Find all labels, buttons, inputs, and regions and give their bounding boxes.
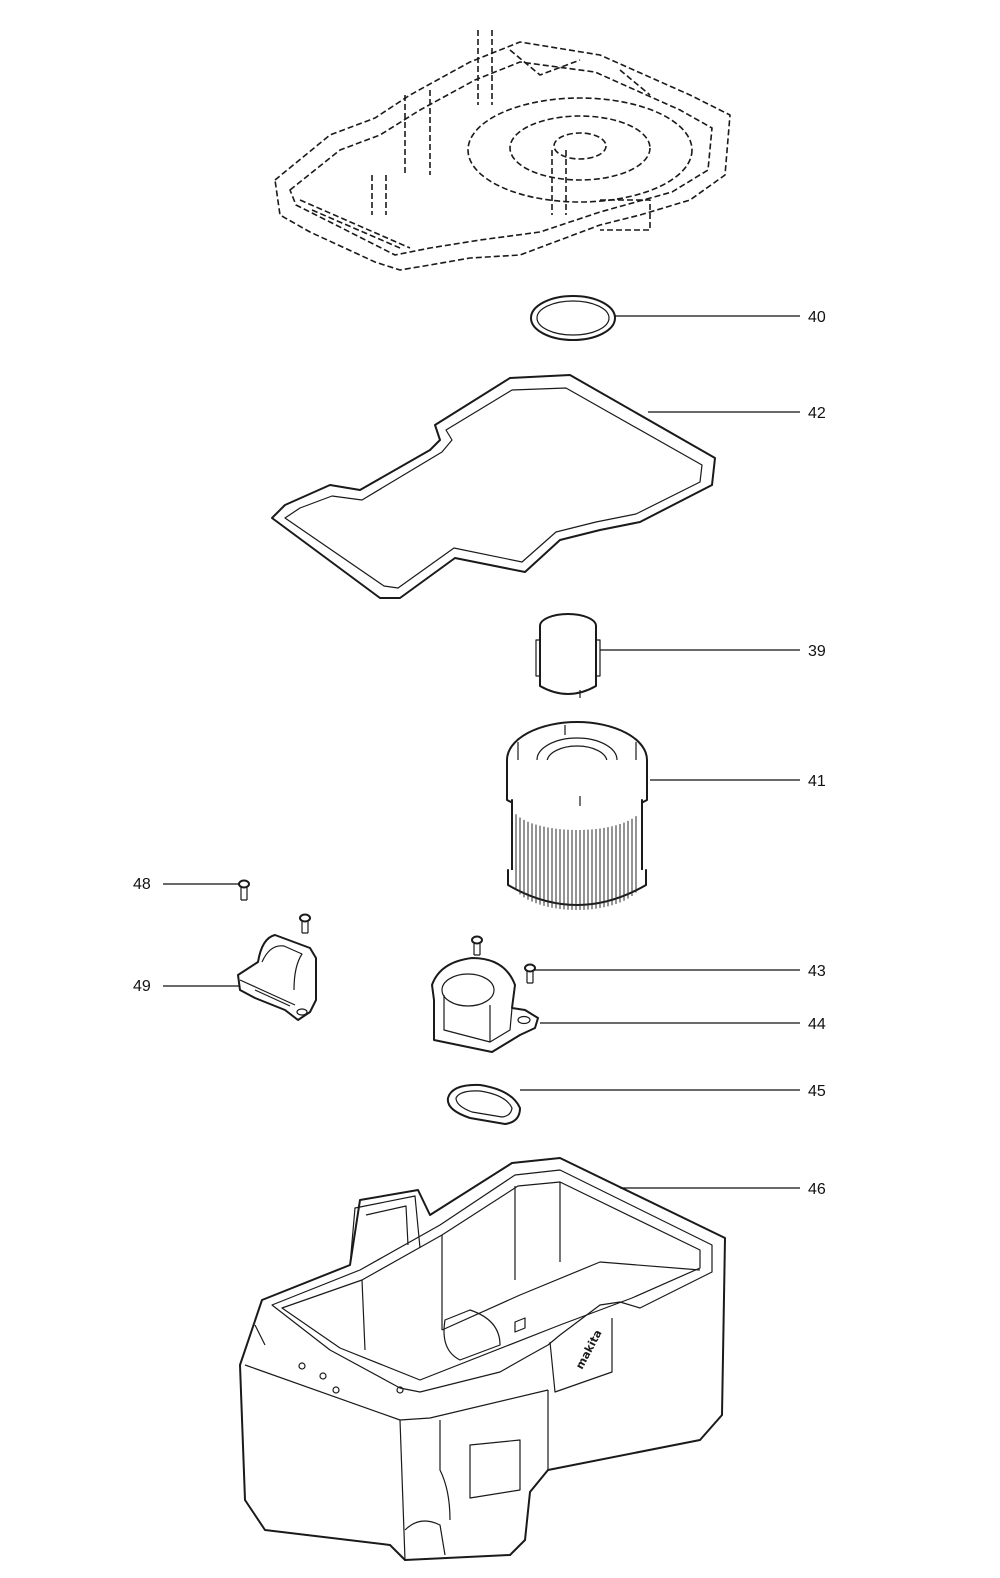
callout-43: 43 (808, 963, 826, 980)
bracket-49-part (237, 934, 317, 1021)
callout-labels: 40 42 39 41 48 49 43 44 45 46 (133, 309, 826, 1198)
mount-44-part (431, 957, 539, 1053)
callout-42: 42 (808, 405, 826, 422)
gasket-part (271, 374, 716, 599)
callout-46: 46 (808, 1181, 826, 1198)
callout-45: 45 (808, 1083, 826, 1100)
callout-40: 40 (808, 309, 826, 326)
callout-48: 48 (133, 876, 151, 893)
screw-44-part (471, 935, 483, 956)
seal-45-part (446, 1083, 521, 1125)
callout-39: 39 (808, 643, 826, 660)
screw-43-part (524, 963, 536, 984)
callout-41: 41 (808, 773, 826, 790)
tank-46-part: makita (239, 1157, 726, 1561)
callout-49: 49 (133, 978, 151, 995)
screw-48-part (238, 879, 250, 901)
leader-lines (163, 315, 800, 1189)
filter-pleats (515, 814, 637, 910)
filter-cap-part (535, 613, 601, 698)
callout-44: 44 (808, 1016, 826, 1033)
filter-cartridge-part (506, 721, 648, 910)
o-ring-part (530, 295, 616, 341)
upper-housing-reference (274, 30, 731, 271)
screw-49-part (299, 913, 311, 934)
